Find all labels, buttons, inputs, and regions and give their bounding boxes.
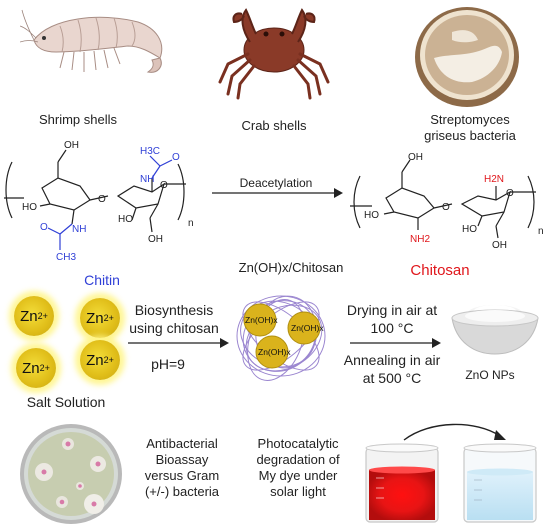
crab-icon [218,8,330,100]
particle-label: Zn(OH)x [291,323,324,333]
deacetylation-arrow [212,188,343,198]
chitin-nh-top: NH [140,174,154,185]
bacteria-label-line2: griseus bacteria [424,128,516,143]
bacteria-plate-icon [20,424,122,524]
particle-label: Zn(OH)x [245,315,278,325]
chitosan-ho-left: HO [364,210,379,221]
zinc-ion-charge: 2+ [39,363,50,373]
antibacterial-line2: Bioassay [155,452,209,467]
crab-label: Crab shells [241,118,307,133]
zinc-ion-charge: 2+ [37,311,48,321]
chitin-o-top: O [172,152,180,163]
chitosan-glycosidic-o: O [442,202,450,213]
chitin-ring-o: O [160,180,168,191]
zinc-ion-charge: 2+ [103,313,114,323]
zinc-ion-symbol: Zn [86,351,104,369]
drying-label-line2: 100 °C [370,320,414,336]
chitin-structure: OH HO O NH O CH3 HO OH O NH H3C O n [4,140,194,263]
zinc-ion-symbol: Zn [20,307,38,325]
bowl-icon [451,305,539,355]
chitin-h3c-top: H3C [140,146,160,157]
chitosan-ho-ring2: HO [462,224,477,235]
photocatalytic-line4: solar light [270,484,326,499]
shrimp-label: Shrimp shells [38,112,118,127]
zinc-ion-charge: 2+ [103,355,114,365]
beaker-clear-icon [463,443,537,523]
biosynthesis-arrow [128,338,229,348]
petri-dish-icon [415,7,519,107]
chitin-nh-bottom: NH [72,224,86,235]
zno-label: ZnO NPs [465,368,515,382]
chitosan-ring-o: O [506,188,514,199]
annealing-label-line1: Annealing in air [343,352,441,368]
shrimp-icon [20,9,163,73]
antibacterial-line4: (+/-) bacteria [144,484,220,499]
photocatalytic-line3: My dye under [258,468,338,483]
chitosan-h2n-top: H2N [484,174,504,185]
photocatalytic-line1: Photocatalytic [257,436,339,451]
nanoparticle-cluster-icon: Zn(OH)x Zn(OH)x Zn(OH)x [236,295,326,381]
ph-label: pH=9 [151,356,185,372]
antibacterial-line1: Antibacterial [146,436,218,451]
photocatalytic-line2: degradation of [256,452,340,467]
biosynthesis-label-line2: using chitosan [129,320,219,336]
chitin-ho-left: HO [22,202,37,213]
chitin-label: Chitin [84,272,120,288]
chitosan-oh-top: OH [408,152,423,163]
chitin-glycosidic-o: O [98,194,106,205]
chitosan-n-subscript: n [538,226,544,237]
chitosan-structure: OH HO O NH2 HO OH O H2N n [350,152,544,251]
drying-label-line1: Drying in air at [346,302,438,318]
antibacterial-line3: versus Gram [144,468,220,483]
beakers-icon [365,423,537,523]
chitin-ch3-bottom: CH3 [56,252,76,263]
annealing-arrow [350,338,441,348]
deacetylation-label: Deacetylation [239,176,313,190]
zinc-ion-symbol: Zn [22,359,40,377]
chitosan-label: Chitosan [410,262,470,279]
chitosan-nh2-bottom: NH2 [410,234,430,245]
chitin-oh-ring2: OH [148,234,163,245]
salt-solution-label: Salt Solution [26,394,106,410]
chitin-o-bottom: O [40,222,48,233]
beaker-red-icon [365,443,439,523]
biosynthesis-label-line1: Biosynthesis [134,302,214,318]
particle-label: Zn(OH)x [258,347,291,357]
chitosan-oh-ring2: OH [492,240,507,251]
zinc-ion-symbol: Zn [86,309,104,327]
chitin-oh-top: OH [64,140,79,151]
chitin-ho-ring2: HO [118,214,133,225]
annealing-label-line2: at 500 °C [362,370,422,386]
chitin-n-subscript: n [188,218,194,229]
bacteria-label-line1: Streptomyces [430,112,510,127]
complex-label: Zn(OH)x/Chitosan [238,260,344,275]
